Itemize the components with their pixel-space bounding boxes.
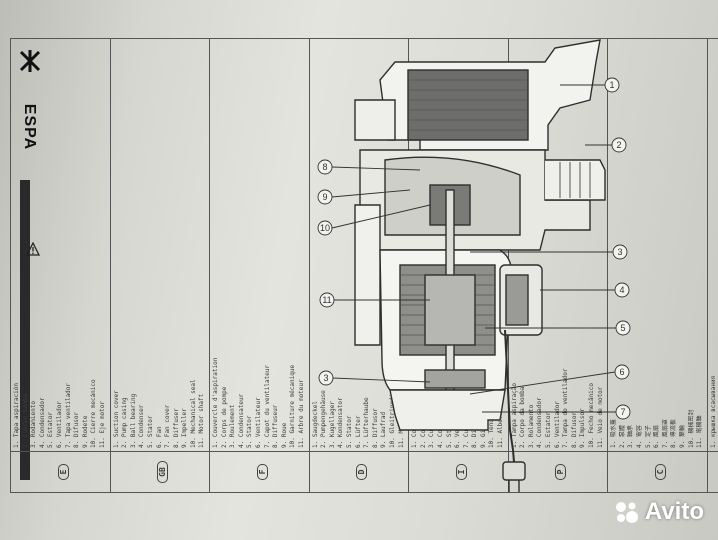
power-cable [504,329,515,463]
warning-icon [26,242,40,256]
avito-logo-icon [615,502,638,523]
callout-11: 11 [322,295,331,305]
callout-6: 6 [619,367,624,377]
rotor [424,274,476,346]
brand-bar [20,180,30,480]
callout-10: 10 [320,223,330,233]
callout-9: 9 [322,192,327,202]
callout-3-left: 3 [323,373,328,383]
callout-4: 4 [619,285,624,295]
brand-strip: ESPA [14,48,41,238]
fan-cover [389,389,506,431]
plug [502,461,526,481]
mounting-bracket [354,99,396,141]
coil-block [407,69,529,141]
callout-8: 8 [322,162,327,172]
mount-foot [354,204,381,346]
callout-3: 3 [617,247,622,257]
callout-7: 7 [620,407,625,417]
callout-5: 5 [620,323,625,333]
discharge-outlet [545,159,606,201]
callout-2: 2 [616,140,621,150]
callout-1: 1 [609,80,614,90]
espa-logo-icon [19,50,41,72]
avito-text: Avito [644,498,704,525]
fan [424,369,486,389]
avito-watermark: Avito [613,498,704,526]
